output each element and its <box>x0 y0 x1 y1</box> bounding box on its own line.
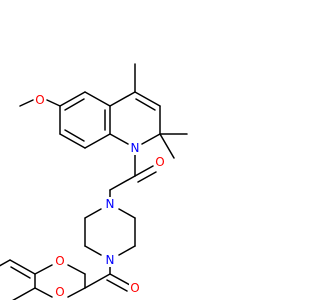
bond-ketone-o-1 <box>109 273 131 286</box>
atom-bg <box>34 92 46 106</box>
amide-linker <box>109 154 157 198</box>
atom-bg <box>129 141 141 155</box>
bond-carbonyl-o-2 <box>137 171 157 183</box>
atom-o-carbonyl-top: O <box>154 154 166 169</box>
piperazine-ring <box>84 208 136 256</box>
bond-o-lower-ar <box>34 287 53 298</box>
bond-c6-c5-inner <box>64 98 85 111</box>
bond-ketone-o-2 <box>106 279 128 292</box>
atom-n-piperazine-top: N <box>104 197 116 211</box>
atom-o-dioxane-lower: O <box>54 285 66 299</box>
bond-n1-c2 <box>118 208 136 219</box>
bond-ar-1 <box>9 259 36 275</box>
bond-c6-c5 <box>59 91 86 107</box>
bond-ch2-o-upper <box>67 264 86 275</box>
atom-label-n-ring: N <box>131 141 140 155</box>
atom-n-ring: N <box>129 141 141 155</box>
bond-c2-methyl-b <box>159 133 175 159</box>
bond-n4-c5 <box>84 245 102 256</box>
bond-c6-n1 <box>84 208 102 219</box>
bond-ar-3 <box>12 287 36 300</box>
bond-c8-c7 <box>59 133 86 149</box>
bond-o-aryl <box>46 99 61 107</box>
atom-bg <box>129 282 141 296</box>
atom-label-o-methoxy: O <box>35 93 44 107</box>
bond-c8a-n <box>109 133 129 145</box>
atom-o-dioxane-upper: O <box>54 254 66 268</box>
atom-label-o-carbonyl-top: O <box>155 155 164 169</box>
benzo-ring <box>59 91 111 149</box>
bond-c3-n4 <box>118 245 136 256</box>
bond-methyl-o <box>19 99 34 107</box>
bond-o-upper-ar <box>34 264 53 275</box>
bond-ar-1-inner <box>10 266 31 279</box>
bond-c8a-c8 <box>84 133 111 149</box>
benzodioxane <box>0 259 86 300</box>
ketone-linker <box>84 266 131 292</box>
atom-bg <box>154 154 166 168</box>
structure-diagram: O N O N N O O O <box>0 63 188 300</box>
bond-carbonyl-o-1 <box>134 165 154 177</box>
bond-c5-c4a <box>84 91 111 107</box>
atom-bg <box>104 197 116 211</box>
bond-c2-n <box>141 133 161 145</box>
bond-ar-2 <box>0 259 11 267</box>
bond-carbonyl-ch2 <box>109 175 136 191</box>
dihydropyridine-ring <box>109 63 188 159</box>
atom-o-methoxy: O <box>34 92 46 107</box>
atom-label-n-piperazine-bottom: N <box>106 253 115 267</box>
bond-c2-o-lower <box>67 287 86 298</box>
atom-bg <box>54 285 66 299</box>
atom-label-n-piperazine-top: N <box>106 197 115 211</box>
molecule-canvas: O N O N N O O O <box>0 63 188 300</box>
methoxy-group <box>19 99 61 107</box>
atom-label-o-dioxane-lower: O <box>55 285 64 299</box>
atom-label-o-carbonyl-bottom: O <box>130 281 139 295</box>
atom-label-o-dioxane-upper: O <box>55 254 64 268</box>
atom-bg <box>54 254 66 268</box>
atom-bg <box>104 253 116 267</box>
atom-n-piperazine-bottom: N <box>104 253 116 267</box>
bond-c8-c7-inner <box>64 129 85 142</box>
bond-c4-c3-inner <box>135 98 156 111</box>
atom-o-carbonyl-bottom: O <box>129 281 141 296</box>
bond-c4-c3 <box>134 91 161 107</box>
bond-ketone-c2 <box>84 273 111 289</box>
bond-c4a-c4 <box>109 91 136 107</box>
